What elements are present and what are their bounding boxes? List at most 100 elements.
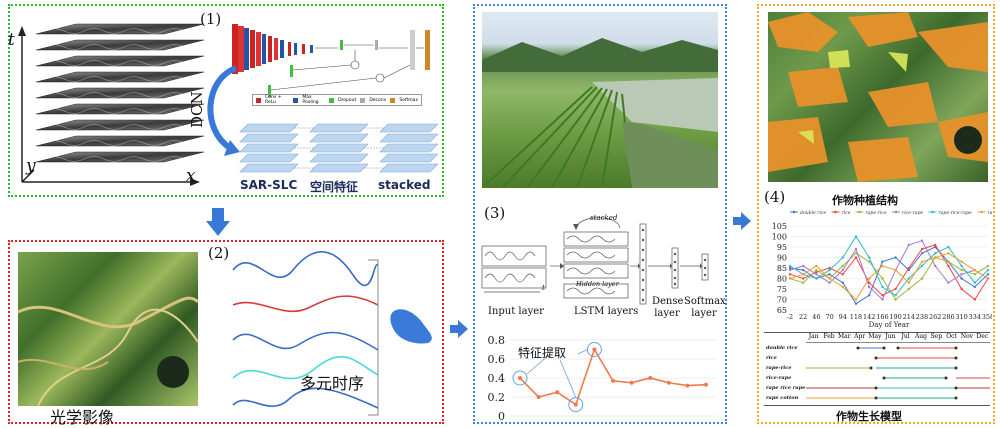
data-point bbox=[573, 402, 578, 407]
data-point bbox=[788, 273, 792, 276]
data-point bbox=[960, 273, 963, 276]
data-point bbox=[788, 268, 792, 272]
x-tick-label: 238 bbox=[916, 313, 928, 321]
panel-crop bbox=[757, 4, 995, 424]
sar-layer bbox=[35, 135, 205, 147]
sar-layer-texture bbox=[43, 28, 185, 34]
y-tick-label: 105 bbox=[772, 222, 787, 231]
data-point bbox=[907, 243, 910, 247]
y-tick-label: 95 bbox=[777, 243, 787, 252]
x-tick-label: 94 bbox=[839, 313, 847, 321]
month-label: Apr bbox=[854, 333, 866, 340]
data-point bbox=[920, 247, 924, 251]
lstm-layers-label: LSTM layers bbox=[574, 306, 639, 317]
data-point bbox=[868, 281, 871, 284]
month-label: May bbox=[868, 333, 882, 340]
data-point bbox=[907, 281, 910, 284]
x-axis-label: Day of Year bbox=[869, 321, 910, 329]
data-point bbox=[907, 287, 910, 291]
data-point bbox=[788, 277, 792, 280]
right-arrow-icon bbox=[450, 320, 468, 338]
stack-label-spatial: 空间特征 bbox=[310, 180, 359, 194]
x-tick-label: 70 bbox=[825, 313, 833, 321]
dcn-label: DCN bbox=[188, 91, 206, 128]
legend-label: double rice bbox=[800, 210, 826, 216]
axis-x-label: x bbox=[186, 166, 196, 186]
series-line bbox=[789, 246, 989, 305]
legend-marker bbox=[931, 210, 934, 214]
data-point bbox=[881, 277, 884, 280]
stack-label-stacked: stacked bbox=[378, 178, 431, 192]
data-point bbox=[841, 264, 844, 268]
stacked-label: stacked bbox=[590, 214, 618, 222]
crop-structure-title: 作物种植结构 bbox=[832, 194, 898, 207]
legend-label: rape-rice bbox=[866, 210, 887, 216]
sar-layer bbox=[35, 87, 205, 99]
data-point bbox=[815, 268, 818, 272]
data-point bbox=[555, 390, 560, 395]
highlight-circle bbox=[586, 342, 602, 357]
y-tick-label: 70 bbox=[777, 296, 787, 305]
data-point bbox=[934, 256, 937, 259]
input-layer-label: Input layer bbox=[488, 306, 544, 317]
month-label: Jun bbox=[885, 333, 896, 340]
y-tick-label: 0 bbox=[498, 410, 505, 422]
x-tick-label: 214 bbox=[903, 313, 915, 321]
data-point bbox=[802, 277, 805, 280]
growth-row-label: rice bbox=[766, 355, 777, 361]
data-point bbox=[828, 268, 831, 272]
data-point bbox=[841, 281, 844, 284]
legend-label: rice bbox=[842, 210, 851, 216]
pointer-line bbox=[526, 353, 551, 375]
sar-layer bbox=[35, 119, 205, 131]
axis-t-label: t bbox=[8, 30, 15, 50]
data-point bbox=[894, 256, 897, 259]
growth-model-title: 作物生长模型 bbox=[836, 410, 902, 423]
multivariate-label: 多元时序 bbox=[300, 374, 365, 393]
data-point bbox=[854, 235, 858, 238]
data-point bbox=[986, 268, 990, 272]
x-tick-label: 334 bbox=[969, 313, 981, 321]
data-point bbox=[854, 302, 858, 305]
data-point bbox=[881, 260, 884, 263]
data-point bbox=[907, 266, 910, 270]
data-point bbox=[934, 252, 937, 255]
sar-layer bbox=[35, 55, 205, 67]
feature-extraction-chart: 00.20.40.60.8 bbox=[488, 334, 716, 422]
sar-layer bbox=[35, 39, 205, 51]
sar-layer bbox=[35, 103, 205, 115]
data-point bbox=[894, 294, 897, 297]
data-point bbox=[868, 285, 871, 289]
sar-layer bbox=[35, 23, 205, 35]
x-tick-label: 286 bbox=[942, 313, 954, 321]
growth-row-label: rape-rice bbox=[766, 365, 792, 371]
sar-layer-texture bbox=[43, 92, 185, 98]
data-point bbox=[841, 273, 844, 276]
data-point bbox=[973, 285, 976, 289]
month-label: Mar bbox=[838, 333, 851, 340]
sar-layer-texture bbox=[43, 60, 185, 66]
data-point bbox=[881, 294, 884, 297]
data-point bbox=[973, 298, 976, 301]
cnn-architecture bbox=[232, 24, 430, 97]
y-tick-label: 80 bbox=[777, 275, 787, 284]
sar-layer-texture bbox=[43, 44, 185, 50]
data-point bbox=[881, 285, 884, 289]
months-header: Jan Feb Mar Apr May Jun Jul Aug Sep Oct … bbox=[806, 333, 990, 343]
sar-layer bbox=[35, 151, 205, 163]
panel-dcn bbox=[8, 4, 444, 197]
data-point bbox=[868, 256, 871, 259]
data-point bbox=[947, 281, 950, 284]
x-tick-label: 166 bbox=[876, 313, 888, 321]
legend-marker bbox=[980, 210, 983, 214]
data-point bbox=[947, 245, 950, 249]
data-point bbox=[841, 256, 844, 259]
data-point bbox=[788, 266, 792, 270]
panel-lstm bbox=[473, 4, 727, 424]
data-point bbox=[920, 252, 924, 255]
y-tick-label: 85 bbox=[777, 264, 787, 273]
series-line bbox=[789, 235, 989, 296]
sar-layer-texture bbox=[43, 124, 185, 130]
data-point bbox=[828, 277, 831, 280]
